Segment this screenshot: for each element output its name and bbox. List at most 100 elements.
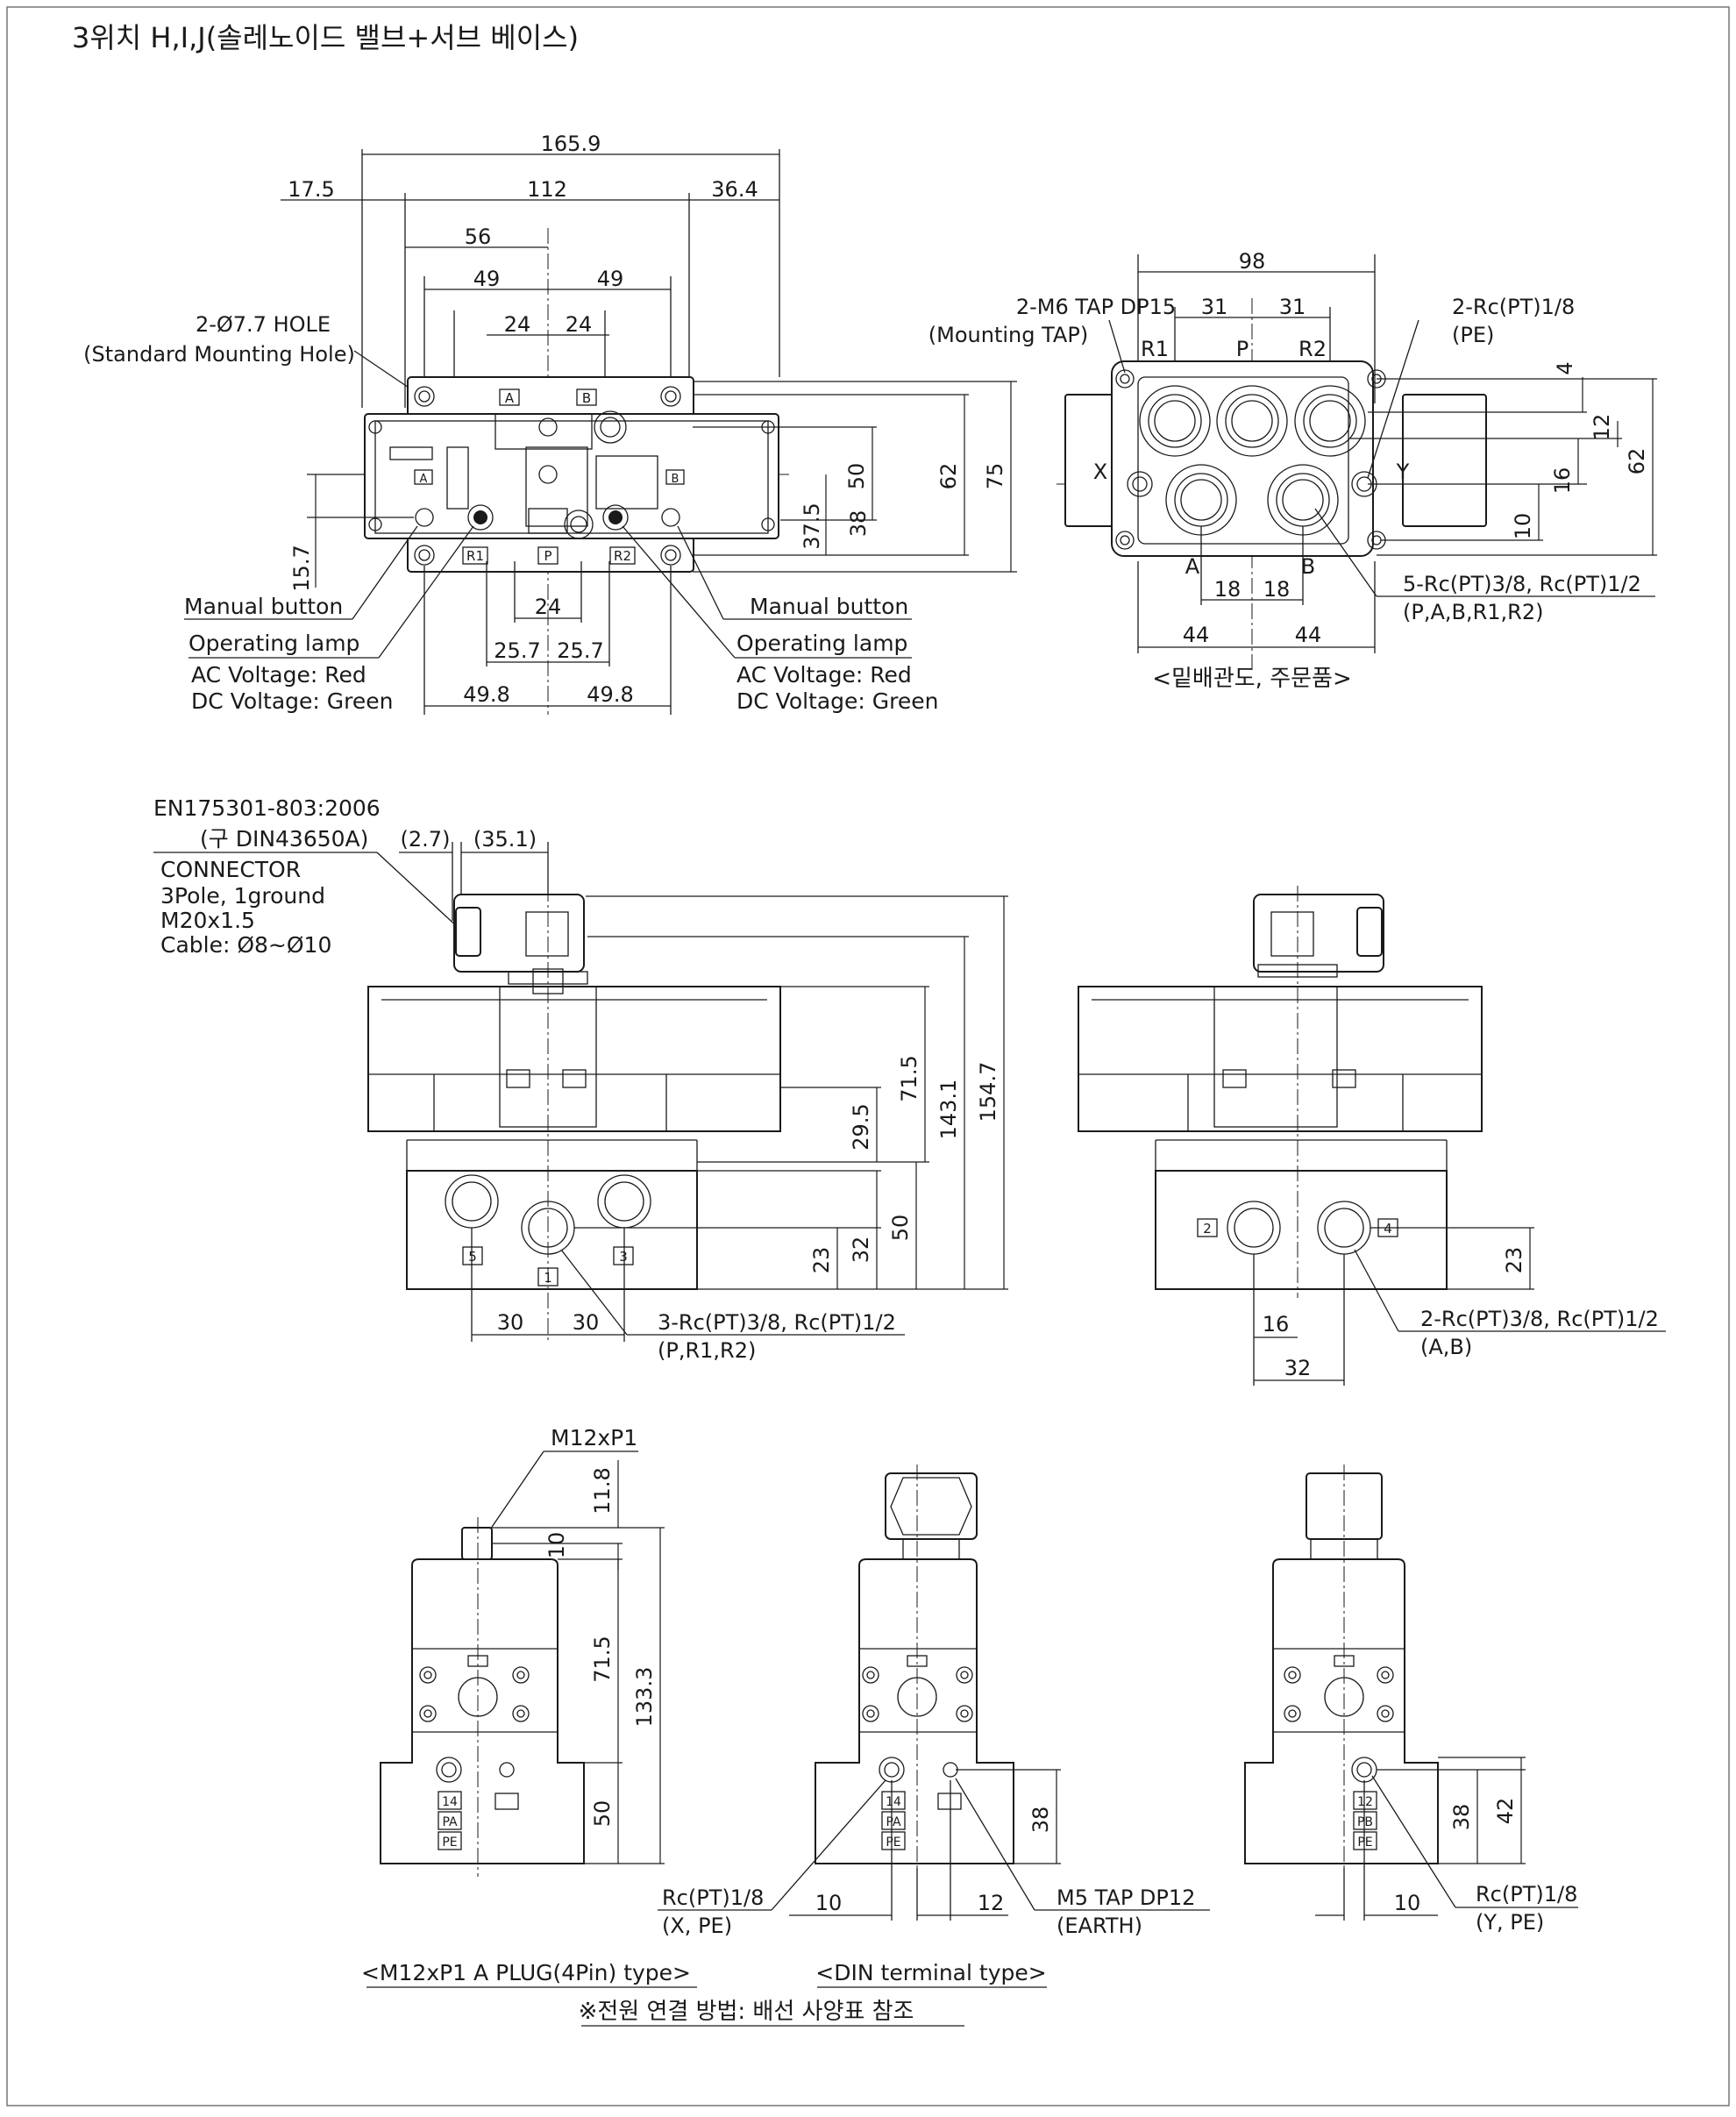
dim-143-1: 143.1	[936, 1080, 961, 1140]
rear-subbase	[1155, 1170, 1448, 1290]
rear-view: 2 4 23 16 32 2-Rc(PT)3/8, Rc(PT)1/2 (A,B…	[1078, 886, 1666, 1386]
dim-23-rear: 23	[1502, 1247, 1526, 1274]
rear-solenoid-cover	[1078, 986, 1483, 1132]
dim-49-left: 49	[473, 267, 501, 291]
dim-49-8-left: 49.8	[463, 682, 509, 707]
hole-label-sub: (Standard Mounting Hole)	[83, 342, 355, 367]
letter-b: B	[1301, 554, 1315, 579]
badge-port-2: 2	[1203, 1221, 1212, 1237]
connector-name: CONNECTOR	[160, 857, 301, 882]
din-badge-14: 14	[886, 1795, 901, 1809]
front-view: EN175301-803:2006 (구 DIN43650A) CONNECTO…	[153, 795, 1008, 1363]
hole-label: 2-Ø7.7 HOLE	[196, 312, 331, 337]
connector-old-standard: (구 DIN43650A)	[200, 826, 368, 852]
dim-71-5-side: 71.5	[590, 1636, 615, 1682]
dim-50-top: 50	[844, 463, 869, 490]
badge-b: B	[582, 390, 591, 406]
badge-port-3: 3	[619, 1249, 628, 1265]
dim-50-side: 50	[590, 1800, 615, 1828]
dim-98: 98	[1239, 249, 1266, 274]
right-badge-pb: PB	[1357, 1815, 1373, 1829]
manual-buttons	[415, 417, 680, 527]
dim-2-7: (2.7)	[401, 827, 451, 852]
dim-24-right: 24	[566, 312, 593, 337]
dim-36-4: 36.4	[711, 177, 758, 202]
connector-thread: M20x1.5	[160, 908, 255, 933]
footer-note: ※전원 연결 방법: 배선 사양표 참조	[579, 1999, 914, 2025]
dim-10-din: 10	[815, 1891, 843, 1915]
right-badge-12: 12	[1357, 1795, 1373, 1809]
m12-badge-14: 14	[442, 1795, 458, 1809]
side-view-din: 14 PA PE 38 10 12 Rc(PT)1/8 (X, PE) M5 T…	[658, 1465, 1210, 1988]
din-badges: 14 PA PE	[881, 1791, 962, 1850]
dim-30-right: 30	[573, 1310, 600, 1335]
dim-12-din: 12	[978, 1891, 1005, 1915]
dim-35-1: (35.1)	[473, 827, 537, 852]
dim-49-right: 49	[597, 267, 624, 291]
bottom-piping-view: 98 31 31 R1 P R2 X Y A B 2-M6 TAP DP15	[928, 249, 1657, 692]
dim-62-top: 62	[936, 463, 961, 490]
badge-r2: R2	[614, 548, 631, 564]
letter-p: P	[1236, 337, 1249, 361]
ports-label-sub: (P,A,B,R1,R2)	[1403, 600, 1544, 624]
dim-18-left: 18	[1214, 577, 1242, 602]
badge-b-small: B	[672, 473, 679, 486]
rear-ports-label: 2-Rc(PT)3/8, Rc(PT)1/2	[1420, 1307, 1659, 1331]
badge-a-small: A	[420, 473, 428, 486]
dim-30-left: 30	[497, 1310, 524, 1335]
dim-16: 16	[1550, 467, 1575, 495]
din-badge-pe: PE	[886, 1835, 900, 1850]
right-lamp-label: Operating lamp	[736, 631, 907, 656]
badge-r1: R1	[466, 548, 484, 564]
dim-24-left: 24	[504, 312, 531, 337]
sheet-border	[6, 6, 1730, 2106]
dim-37-5: 37.5	[800, 503, 824, 549]
badge-port-5: 5	[468, 1249, 477, 1265]
dim-32-rear: 32	[1284, 1356, 1312, 1380]
m12-badge-pa: PA	[442, 1815, 458, 1829]
right-port-label-sub: (Y, PE)	[1476, 1910, 1544, 1935]
dim-24-bottom: 24	[535, 595, 562, 619]
subbase-outline	[1111, 360, 1374, 557]
dim-49-8-right: 49.8	[587, 682, 633, 707]
right-dc-label: DC Voltage: Green	[736, 688, 939, 714]
dim-12: 12	[1590, 414, 1614, 441]
front-ports-label: 3-Rc(PT)3/8, Rc(PT)1/2	[658, 1310, 896, 1335]
dim-112: 112	[527, 177, 567, 202]
port-badges: A B A B R1 P R2	[414, 388, 685, 565]
dim-15-7: 15.7	[289, 545, 314, 591]
right-port-label: Rc(PT)1/8	[1476, 1882, 1577, 1907]
din-caption: <DIN terminal type>	[815, 1960, 1046, 1985]
din-tap-label-sub: (EARTH)	[1057, 1914, 1142, 1938]
dim-165-9: 165.9	[541, 132, 601, 156]
dim-4: 4	[1553, 361, 1577, 374]
dim-38-top: 38	[846, 510, 871, 538]
din-port-label: Rc(PT)1/8	[662, 1885, 764, 1910]
dim-11-8: 11.8	[590, 1467, 615, 1514]
tap-label-sub: (Mounting TAP)	[928, 323, 1088, 347]
bottom-ports	[1115, 369, 1386, 550]
letter-y: Y	[1396, 460, 1410, 484]
dim-44-right: 44	[1295, 623, 1322, 647]
badge-port-1: 1	[544, 1270, 552, 1286]
m12-side-body	[380, 1558, 585, 1864]
tap-label: 2-M6 TAP DP15	[1016, 295, 1176, 319]
right-badges: 12 PB PE	[1353, 1791, 1377, 1850]
dim-31-right: 31	[1279, 295, 1306, 319]
dim-25-7-left: 25.7	[494, 638, 540, 663]
dim-17-5: 17.5	[288, 177, 334, 202]
dim-16-rear: 16	[1263, 1312, 1290, 1336]
right-side-body	[1244, 1558, 1439, 1864]
badge-port-4: 4	[1384, 1221, 1392, 1237]
right-manual-button-label: Manual button	[750, 594, 908, 619]
connector-standard: EN175301-803:2006	[153, 795, 381, 821]
dim-154-7: 154.7	[976, 1062, 1000, 1123]
letter-r1: R1	[1141, 337, 1169, 361]
pe-label-sub: (PE)	[1452, 323, 1494, 347]
letter-a: A	[1185, 554, 1200, 579]
front-ports-label-sub: (P,R1,R2)	[658, 1338, 756, 1363]
ports-label: 5-Rc(PT)3/8, Rc(PT)1/2	[1403, 572, 1641, 596]
left-dc-label: DC Voltage: Green	[191, 688, 394, 714]
din-port-label-sub: (X, PE)	[662, 1914, 732, 1938]
